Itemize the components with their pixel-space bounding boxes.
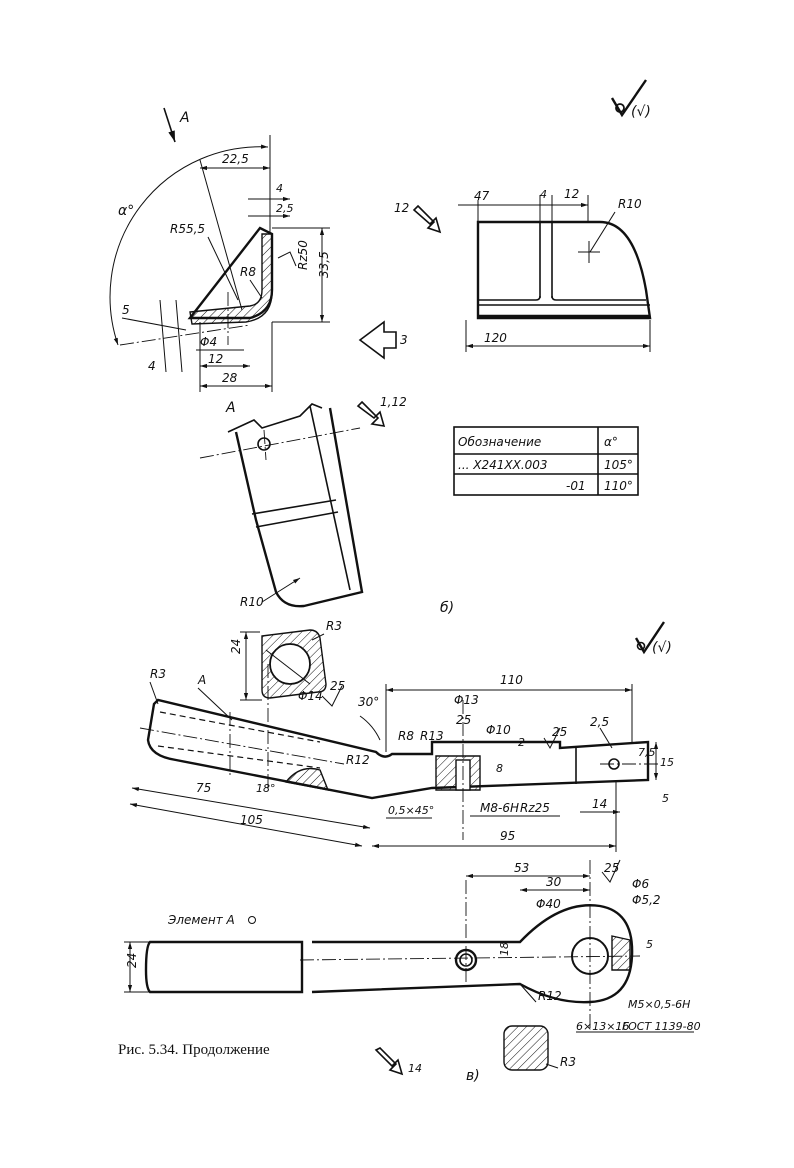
svg-text:33,5: 33,5	[317, 251, 331, 278]
svg-text:110: 110	[500, 673, 523, 687]
svg-text:18: 18	[498, 942, 511, 956]
figure-caption: Рис. 5.34. Продолжение	[118, 1042, 270, 1058]
svg-text:M8-6H: M8-6H	[480, 801, 519, 815]
arrow-12-label: 12	[394, 201, 409, 215]
svg-text:7,5: 7,5	[638, 746, 656, 759]
svg-text:Rz50: Rz50	[296, 240, 310, 270]
view-v-plan: Элемент А 24 53 30 Φ40 25 Φ6 Φ5,2 18 5 R…	[124, 859, 701, 1033]
svg-text:2,5: 2,5	[276, 202, 294, 215]
table-cell: 110°	[604, 479, 633, 493]
svg-text:120: 120	[484, 331, 507, 345]
square-section: 24 R3 Φ14 25	[229, 619, 345, 707]
svg-text:105: 105	[240, 813, 263, 827]
small-section: R3 14 в)	[374, 1025, 576, 1084]
svg-text:3: 3	[400, 333, 408, 347]
svg-text:Φ14: Φ14	[298, 689, 323, 703]
svg-text:R55,5: R55,5	[170, 222, 205, 236]
svg-text:18°: 18°	[256, 782, 276, 795]
svg-text:25: 25	[552, 725, 567, 739]
svg-text:4: 4	[540, 188, 547, 201]
svg-text:30°: 30°	[358, 695, 379, 709]
view-arrow-label: A	[179, 110, 190, 126]
svg-text:Φ6: Φ6	[632, 877, 649, 891]
svg-text:R10: R10	[240, 595, 264, 609]
table-header-designation: Обозначение	[458, 435, 541, 449]
svg-text:ГОСТ 1139-80: ГОСТ 1139-80	[622, 1020, 701, 1033]
svg-text:R8: R8	[240, 265, 256, 279]
view-v-label: в)	[466, 1068, 480, 1084]
view-a: A 1,12 R10 б)	[199, 395, 454, 616]
roughness-symbol-mid: (√)	[634, 621, 672, 656]
view-v-elevation: R3 A 30° 110 Φ13 R8 R13 Φ10 2 8 25 25 2,…	[129, 664, 674, 852]
svg-text:2,5: 2,5	[590, 715, 609, 729]
roughness-note-top: (√)	[631, 104, 651, 120]
svg-text:R12: R12	[346, 753, 370, 767]
svg-text:R10: R10	[618, 197, 642, 211]
svg-text:Φ40: Φ40	[536, 897, 561, 911]
view-a-label: A	[225, 400, 236, 416]
svg-text:4: 4	[276, 182, 283, 195]
svg-text:22,5: 22,5	[222, 152, 249, 166]
svg-text:R3: R3	[560, 1055, 576, 1069]
svg-text:Rz25: Rz25	[520, 801, 550, 815]
roughness-note-mid: (√)	[652, 640, 672, 656]
svg-text:12: 12	[564, 187, 579, 201]
svg-text:Φ10: Φ10	[486, 723, 511, 737]
svg-text:A: A	[197, 673, 206, 687]
arrow-1-12-label: 1,12	[380, 395, 407, 409]
svg-text:2: 2	[518, 736, 525, 749]
svg-text:5: 5	[122, 303, 130, 317]
table-cell: ... X241XX.003	[458, 458, 548, 472]
element-a-label: Элемент А	[167, 913, 235, 927]
designation-table: Обозначение α° ... X241XX.003 105° -01 1…	[453, 426, 639, 496]
table-cell: 105°	[604, 458, 633, 472]
svg-text:24: 24	[125, 953, 139, 968]
svg-text:30: 30	[546, 875, 562, 889]
svg-text:M5×0,5-6H: M5×0,5-6H	[628, 998, 690, 1011]
svg-text:Φ5,2: Φ5,2	[632, 893, 661, 907]
svg-text:25: 25	[604, 861, 619, 875]
svg-text:Φ4: Φ4	[200, 335, 217, 349]
svg-text:5: 5	[646, 938, 653, 951]
view-b-profile: A α° 22,5 4 2,5 R55,5 Rz50 33,5 R8 5 4 Φ…	[109, 107, 408, 392]
svg-text:25: 25	[456, 713, 471, 727]
svg-text:24: 24	[229, 639, 243, 654]
table-header-angle: α°	[604, 435, 618, 449]
svg-text:14: 14	[592, 797, 607, 811]
roughness-symbol-top: (√)	[610, 79, 651, 120]
svg-text:6×13×16: 6×13×16	[576, 1020, 629, 1033]
view-b-label: б)	[440, 600, 454, 616]
arrow-14-label: 14	[408, 1062, 422, 1075]
svg-text:R8: R8	[398, 729, 414, 743]
svg-text:R3: R3	[326, 619, 342, 633]
svg-text:75: 75	[196, 781, 211, 795]
svg-text:53: 53	[514, 861, 529, 875]
view-b-top: 12 47 4 12 R10 120	[394, 187, 652, 352]
table-cell: -01	[566, 479, 586, 493]
svg-text:47: 47	[474, 189, 490, 203]
svg-text:8: 8	[496, 762, 503, 775]
svg-text:0,5×45°: 0,5×45°	[388, 804, 434, 817]
svg-text:R3: R3	[150, 667, 166, 681]
svg-text:Φ13: Φ13	[454, 693, 479, 707]
svg-text:R12: R12	[538, 989, 562, 1003]
svg-text:R13: R13	[420, 729, 444, 743]
svg-text:12: 12	[208, 352, 223, 366]
angle-label: α°	[118, 203, 134, 219]
svg-text:15: 15	[660, 756, 674, 769]
svg-text:28: 28	[222, 371, 238, 385]
svg-text:25: 25	[330, 679, 345, 693]
svg-text:5: 5	[662, 792, 669, 805]
svg-text:4: 4	[148, 359, 156, 373]
svg-text:95: 95	[500, 829, 515, 843]
